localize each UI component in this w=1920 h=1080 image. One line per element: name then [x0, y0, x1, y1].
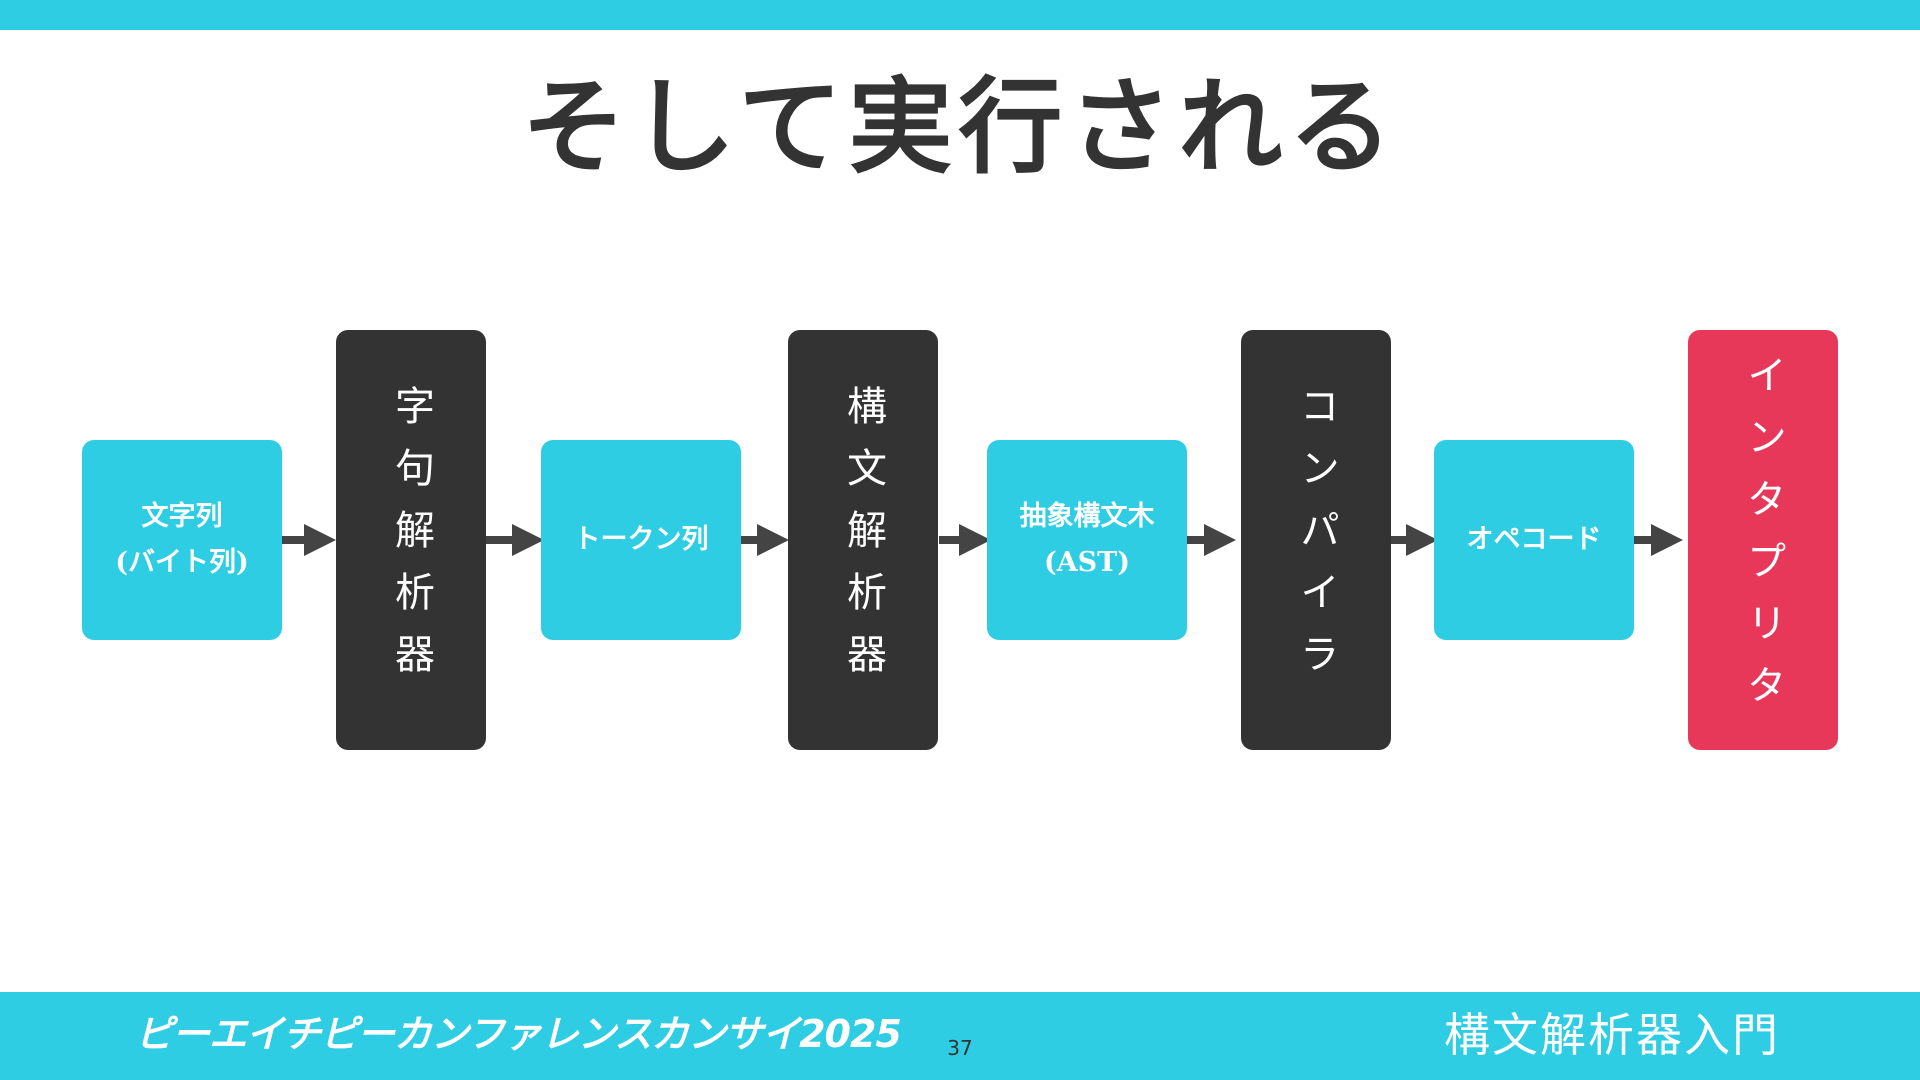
data-node-opcode: オペコード	[1434, 440, 1634, 640]
top-accent-bar	[0, 0, 1920, 30]
data-node-tokens-line1: トークン列	[573, 524, 709, 555]
data-node-ast-line2: (AST)	[1043, 547, 1131, 578]
footer-bar: ピーエイチピーカンファレンスカンサイ2025 37 構文解析器入門	[0, 992, 1920, 1080]
data-node-ast: 抽象構文木 (AST)	[987, 440, 1187, 640]
processor-compiler-label: コンパイラ	[1293, 385, 1339, 695]
data-node-bytes: 文字列 (バイト列)	[82, 440, 282, 640]
data-node-ast-line1: 抽象構文木	[1019, 501, 1155, 532]
processor-compiler: コンパイラ	[1241, 330, 1391, 750]
data-node-bytes-line2: (バイト列)	[115, 547, 249, 578]
data-node-tokens: トークン列	[541, 440, 741, 640]
processor-parser: 構文解析器	[788, 330, 938, 750]
processor-interpreter-label: インタプリタ	[1740, 354, 1786, 726]
page-number: 37	[947, 1036, 973, 1060]
talk-title: 構文解析器入門	[1444, 1008, 1780, 1062]
processor-lexer: 字句解析器	[336, 330, 486, 750]
event-logo-text: ピーエイチピーカンファレンスカンサイ2025	[135, 1012, 902, 1056]
slide-title: そして実行される	[521, 65, 1399, 188]
processor-lexer-label: 字句解析器	[388, 385, 434, 695]
data-node-bytes-line1: 文字列	[141, 501, 223, 532]
data-node-opcode-line1: オペコード	[1466, 524, 1602, 555]
processor-parser-label: 構文解析器	[840, 385, 886, 695]
processor-interpreter: インタプリタ	[1688, 330, 1838, 750]
